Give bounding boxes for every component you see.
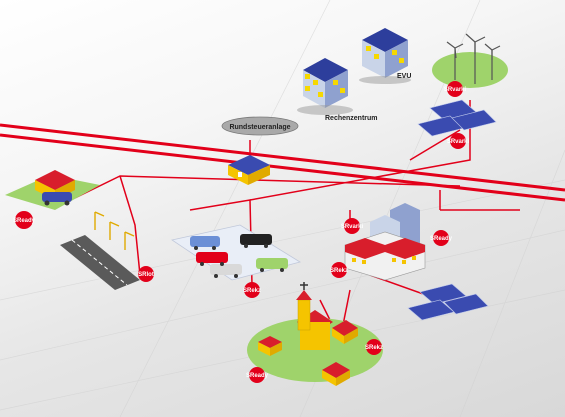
street-lights [60,211,140,290]
power-line-main [0,123,565,202]
svg-text:SRlot: SRlot [138,272,154,278]
solar-field-south [407,283,489,321]
svg-text:SRekz: SRekz [365,345,383,351]
badge-city-left: SRekz [330,262,348,278]
badge-house: SReady [13,211,36,229]
evu-building [359,28,411,84]
badge-city-right: SReady [430,230,453,246]
badge-wind: SRvarki [444,81,467,97]
control-house [228,155,270,185]
badge-parking: SRekz [243,282,261,298]
house-with-car [5,170,100,210]
parking-lot [170,224,302,281]
evu-label: EVU [397,73,411,80]
village [247,282,383,386]
svg-text:SRvarki: SRvarki [444,87,467,93]
wind-park [432,33,508,88]
rechenzentrum-building [297,58,353,115]
svg-text:SReady: SReady [430,236,453,242]
svg-text:SRvarki: SRvarki [341,224,364,230]
city-block [344,203,426,281]
solar-field-north [417,99,497,137]
badge-solar-north: SRvarki [447,133,470,149]
badge-city-top: SRvarki [341,218,364,234]
rundsteueranlage: Rundsteueranlage [221,116,299,136]
svg-text:SRvarki: SRvarki [447,139,470,145]
badge-street: SRlot [138,266,154,282]
rechenzentrum-label: Rechenzentrum [325,115,378,122]
svg-text:SRekz: SRekz [243,288,261,294]
svg-text:SReady: SReady [13,218,36,224]
badge-village-right: SRekz [365,339,383,355]
rundsteueranlage-label: Rundsteueranlage [229,124,290,131]
svg-text:SReady: SReady [246,373,269,379]
badge-village-left: SReady [246,367,269,383]
svg-text:SRekz: SRekz [330,268,348,274]
